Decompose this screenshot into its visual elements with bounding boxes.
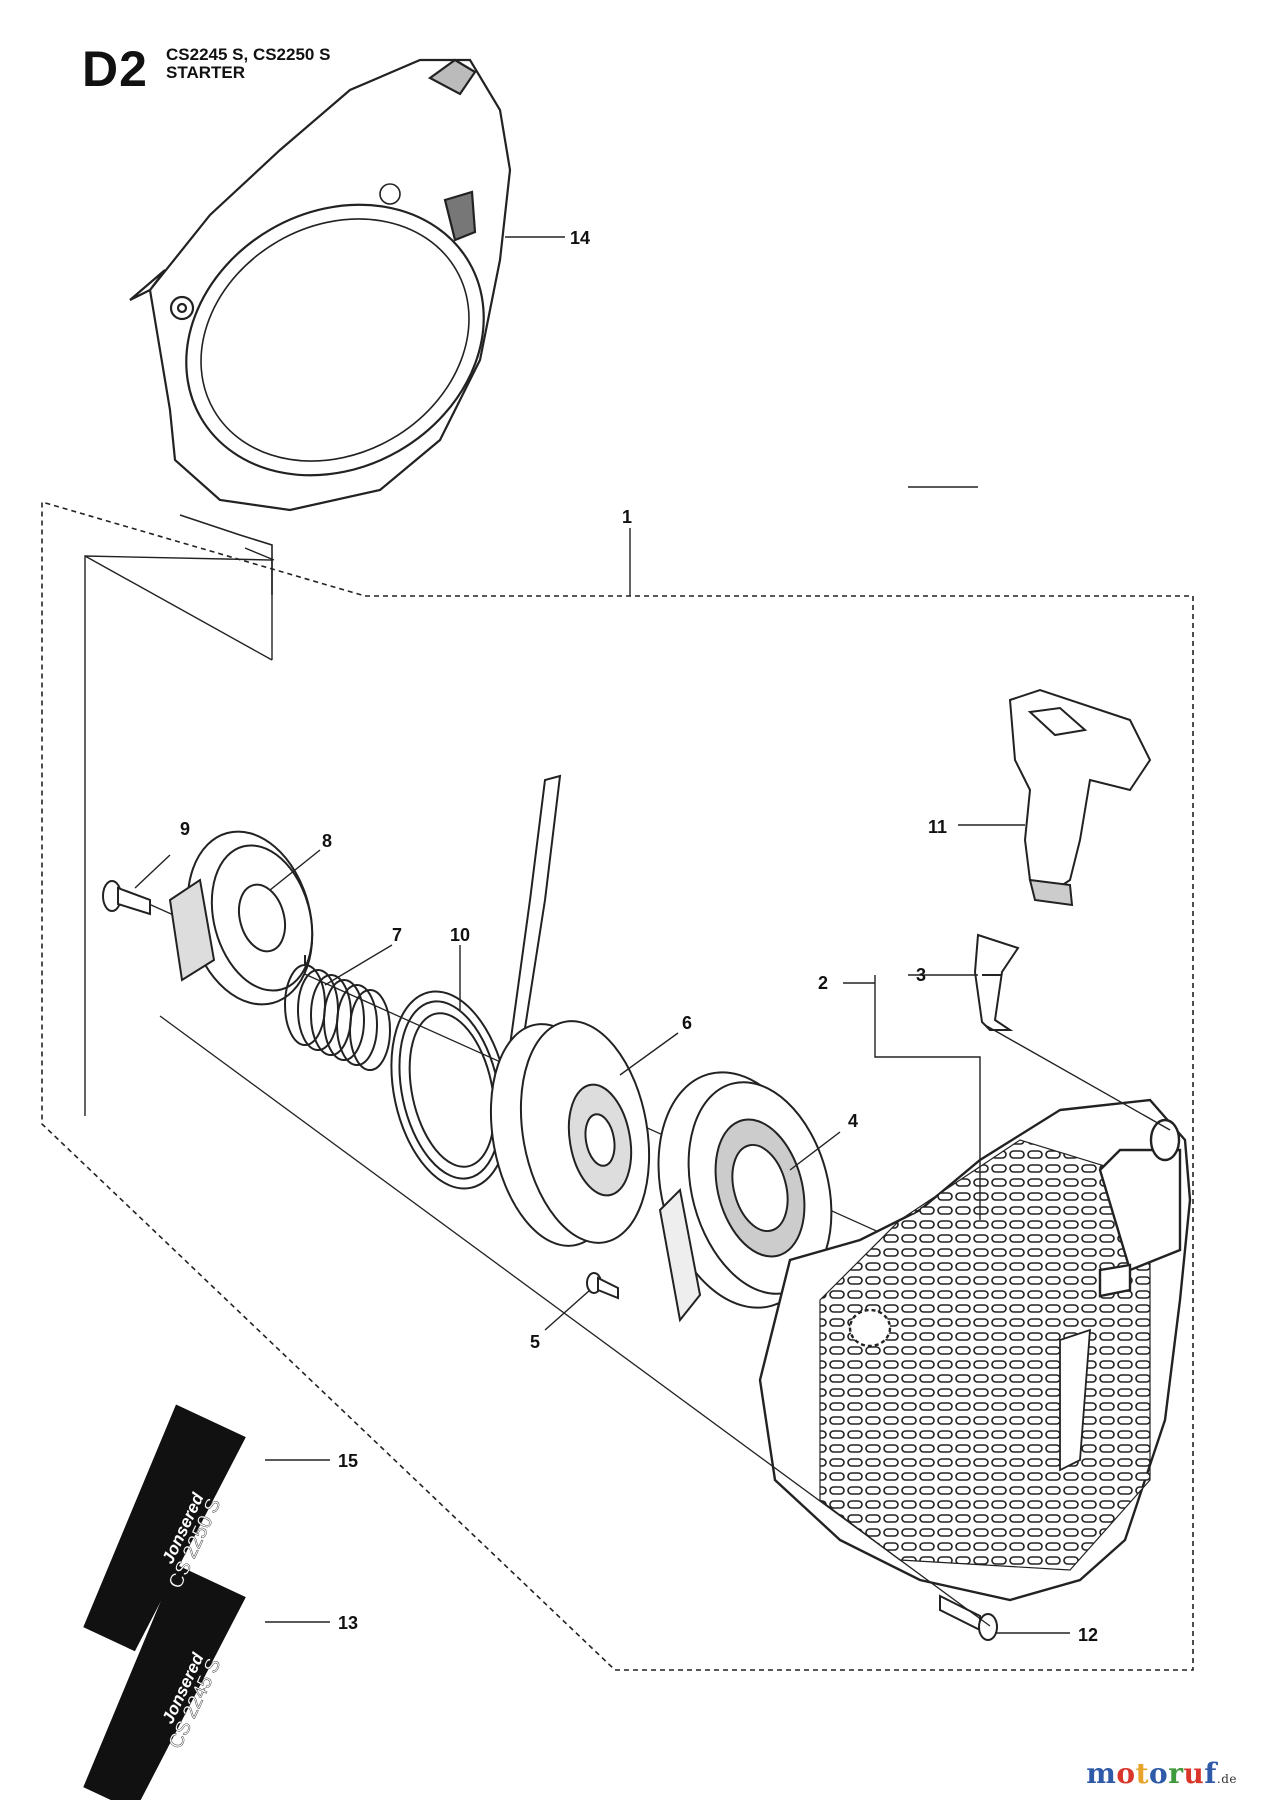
callout-8: 8 bbox=[322, 831, 333, 851]
diagram-code: D2 bbox=[82, 41, 148, 97]
callout-10: 10 bbox=[450, 925, 471, 945]
decal-13 bbox=[83, 1564, 246, 1800]
screw-part-12 bbox=[939, 1594, 998, 1641]
watermark-suffix: .de bbox=[1216, 1772, 1237, 1786]
watermark-letter: m bbox=[1086, 1757, 1117, 1790]
callout-14: 14 bbox=[570, 228, 591, 248]
assembly-outline bbox=[41, 500, 1194, 1671]
leader-5 bbox=[544, 1289, 591, 1331]
starter-handle-part-11 bbox=[1008, 688, 1152, 907]
coil-spring-part-7 bbox=[284, 955, 391, 1071]
callout-15: 15 bbox=[338, 1451, 359, 1471]
watermark-letter: o bbox=[1116, 1757, 1136, 1790]
model-list: CS2245 S, CS2250 S bbox=[166, 45, 331, 64]
callout-2: 2 bbox=[818, 973, 829, 993]
pulley-hub-part-8 bbox=[168, 830, 314, 1006]
leader-4 bbox=[789, 1131, 841, 1171]
rope-pulley-part-6 bbox=[489, 1020, 651, 1247]
callout-3: 3 bbox=[916, 965, 927, 985]
site-watermark: motoruf.de bbox=[1086, 1757, 1237, 1790]
spring-cassette-part-4 bbox=[657, 1071, 833, 1323]
leader-8 bbox=[269, 849, 321, 891]
diagram-title: STARTER bbox=[166, 63, 246, 82]
decal-15 bbox=[83, 1404, 246, 1652]
starter-cover-part-2 bbox=[758, 1098, 1192, 1602]
leader-9 bbox=[134, 854, 171, 889]
callout-6: 6 bbox=[682, 1013, 693, 1033]
screw-part-5 bbox=[586, 1272, 619, 1300]
callout-5: 5 bbox=[530, 1332, 541, 1352]
leader-line-14-assembly bbox=[84, 555, 273, 1116]
watermark-letter: u bbox=[1183, 1757, 1205, 1790]
fan-housing-part bbox=[129, 58, 512, 595]
screw-part-9 bbox=[102, 880, 151, 916]
watermark-letter: o bbox=[1149, 1757, 1169, 1790]
callout-12: 12 bbox=[1078, 1625, 1099, 1645]
bracket-2 bbox=[874, 975, 981, 1220]
leader-lines bbox=[134, 236, 1070, 1634]
callout-13: 13 bbox=[338, 1613, 359, 1633]
leader-7 bbox=[324, 944, 393, 986]
callout-11: 11 bbox=[928, 817, 948, 837]
callout-1: 1 bbox=[622, 507, 633, 527]
callout-9: 9 bbox=[180, 819, 191, 839]
watermark-letter: t bbox=[1135, 1757, 1150, 1790]
leader-6 bbox=[619, 1032, 679, 1076]
watermark-letter: r bbox=[1168, 1757, 1184, 1790]
watermark-letter: f bbox=[1204, 1757, 1217, 1790]
callout-7: 7 bbox=[392, 925, 403, 945]
rope-guide-part-3 bbox=[973, 933, 1020, 1031]
callout-4: 4 bbox=[848, 1111, 859, 1131]
rope-guide-leader bbox=[984, 1024, 1171, 1131]
